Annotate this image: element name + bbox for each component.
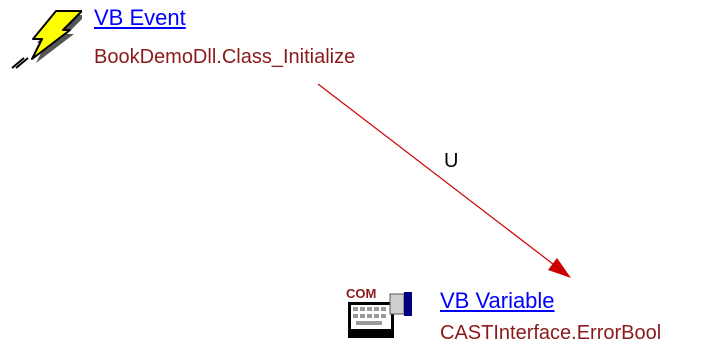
- node-subtitle-vb-variable: CASTInterface.ErrorBool: [440, 322, 662, 344]
- edge-label-use: U: [444, 150, 459, 172]
- node-title-vb-event[interactable]: VB Event: [94, 5, 186, 30]
- com-keyboard-icon[interactable]: COM: [344, 286, 416, 346]
- edge-line-use[interactable]: [317, 83, 567, 275]
- edge-arrowhead: [548, 258, 571, 278]
- node-subtitle-vb-event: BookDemoDll.Class_Initialize: [94, 46, 356, 68]
- com-icon-text: COM: [346, 286, 376, 301]
- lightning-icon[interactable]: [10, 8, 86, 70]
- node-title-vb-variable[interactable]: VB Variable: [440, 288, 555, 313]
